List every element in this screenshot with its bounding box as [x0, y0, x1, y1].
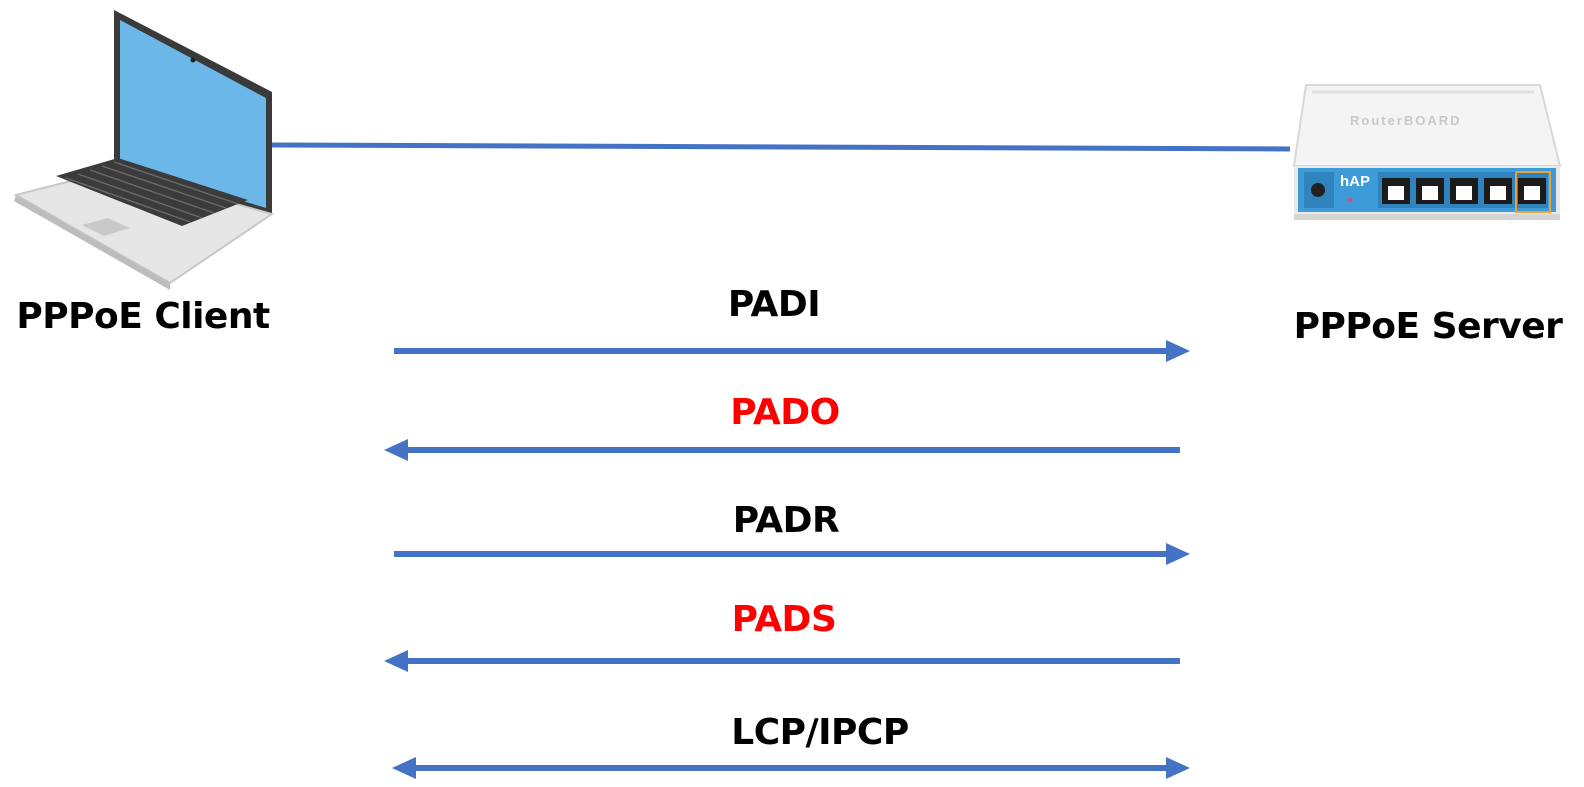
message-arrow-lcp-ipcp — [392, 757, 1190, 779]
router-model-text: hAP — [1340, 173, 1370, 190]
message-label-pads: PADS — [731, 599, 837, 640]
connection-line — [271, 142, 1291, 152]
message-arrow-pads — [384, 650, 1180, 672]
message-label-padi: PADI — [727, 284, 821, 325]
message-label-lcp-ipcp: LCP/IPCP — [731, 712, 909, 753]
message-arrow-padr — [394, 543, 1190, 565]
message-label-pado: PADO — [730, 392, 840, 433]
message-arrow-padi — [394, 340, 1190, 362]
laptop-icon — [13, 10, 275, 290]
message-label-padr: PADR — [732, 500, 840, 541]
router-icon: RouterBOARD hAP — [1292, 84, 1562, 220]
server-label: PPPoE Server — [1293, 306, 1563, 347]
client-label: PPPoE Client — [16, 296, 270, 337]
router-brand-text: RouterBOARD — [1350, 113, 1462, 128]
message-arrow-pado — [384, 439, 1180, 461]
